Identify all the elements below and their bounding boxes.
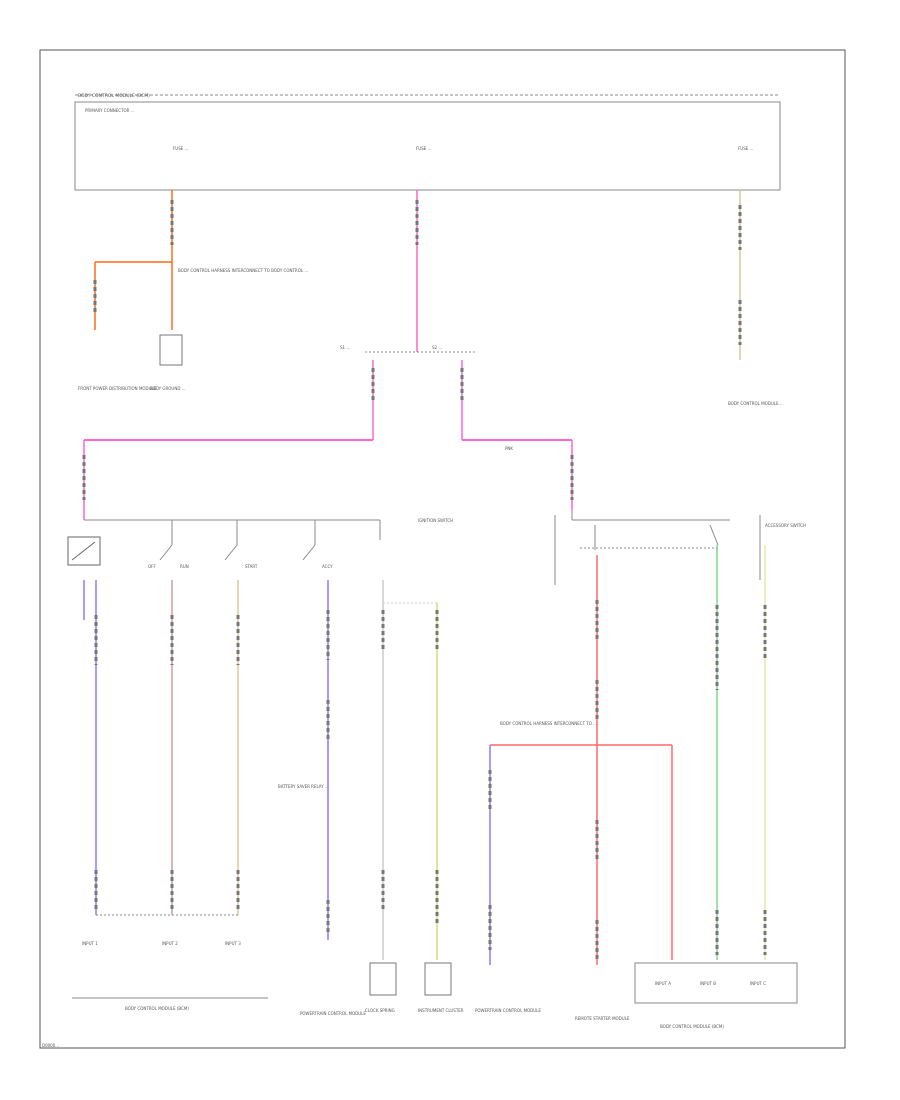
right-top-component: BODY CONTROL MODULE ...: [728, 401, 784, 406]
splice-label-1: S1 ...: [340, 345, 350, 350]
bottom-center-3: INSTRUMENT CLUSTER: [418, 1008, 464, 1013]
top-module-label: BODY CONTROL MODULE (BCM): [78, 93, 150, 99]
bottom-right-module-box: [634, 962, 798, 1004]
fuse-2-label: FUSE ...: [416, 146, 431, 151]
bottom-right-label-a: INPUT A: [655, 981, 671, 986]
left-component-2: BODY GROUND ...: [150, 386, 186, 391]
bottom-right-label-c: INPUT C: [750, 981, 766, 986]
switch-pos-start: START: [245, 564, 258, 569]
switch-pos-accy: ACCY: [322, 564, 333, 569]
bottom-center-4: POWERTRAIN CONTROL MODULE: [475, 1008, 541, 1013]
top-box-sublabel: PRIMARY CONNECTOR ...: [85, 108, 135, 113]
mid-left-note: BATTERY SAVER RELAY ...: [278, 784, 329, 789]
top-module-box: [74, 101, 781, 191]
fuse-3-label: FUSE ...: [738, 146, 753, 151]
diagram-frame: [39, 49, 846, 1049]
bottom-right-label-remote: REMOTE STARTER MODULE: [575, 1016, 630, 1021]
splice-label-2: S2 ...: [432, 345, 442, 350]
ignition-relay-box: [67, 536, 101, 566]
bottom-left-module: BODY CONTROL MODULE (BCM): [125, 1006, 189, 1011]
corner-id: D0000...: [42, 1043, 59, 1048]
pink-wire-label: PNK: [505, 446, 513, 451]
bottom-right-module: BODY CONTROL MODULE (BCM): [660, 1024, 724, 1029]
fuse-1-label: FUSE ...: [173, 146, 188, 151]
bottom-center-1: POWERTRAIN CONTROL MODULE: [300, 1011, 366, 1016]
switch-pos-off: OFF: [148, 564, 156, 569]
body-ground-box: [159, 334, 183, 366]
bottom-left-label-1: INPUT 1: [82, 941, 98, 946]
instrument-cluster-box: [424, 962, 452, 996]
right-switch-label: ACCESSORY SWITCH: [765, 523, 806, 528]
bottom-left-label-3: INPUT 3: [225, 941, 241, 946]
bottom-left-label-2: INPUT 2: [162, 941, 178, 946]
clock-spring-box: [369, 962, 397, 996]
bottom-center-2: CLOCK SPRING: [365, 1008, 395, 1013]
left-branch-note: BODY CONTROL HARNESS INTERCONNECT TO BOD…: [178, 268, 308, 273]
ignition-switch-label: IGNITION SWITCH: [418, 518, 453, 523]
bottom-right-label-b: INPUT B: [700, 981, 716, 986]
switch-pos-run: RUN: [180, 564, 189, 569]
left-component-1: FRONT POWER DISTRIBUTION MODULE: [78, 386, 157, 391]
mid-right-note: BODY CONTROL HARNESS INTERCONNECT TO ...: [500, 721, 597, 726]
